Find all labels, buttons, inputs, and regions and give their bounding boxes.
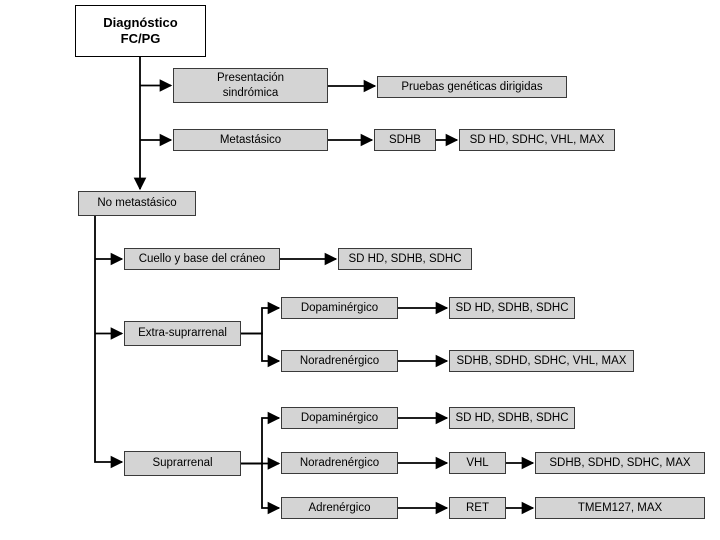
node-root-line2: FC/PG bbox=[120, 31, 161, 46]
edge-supra-to-dopaminergico bbox=[241, 411, 281, 465]
node-sdhb[interactable]: SDHB bbox=[374, 129, 436, 151]
edge-extra-to-dopaminergico bbox=[241, 301, 281, 335]
node-sdhb-gene-list[interactable]: SD HD, SDHC, VHL, MAX bbox=[459, 129, 615, 151]
node-vhl-gene-list[interactable]: SDHB, SDHD, SDHC, MAX bbox=[535, 452, 705, 474]
node-supra-dopaminergico-gene-list[interactable]: SD HD, SDHB, SDHC bbox=[449, 407, 575, 429]
node-root-diagnostico[interactable]: Diagnóstico FC/PG bbox=[75, 5, 206, 57]
node-sindromica-line2: sindrómica bbox=[222, 86, 279, 99]
node-supra-noradrenergico[interactable]: Noradrenérgico bbox=[281, 452, 398, 474]
node-ret[interactable]: RET bbox=[449, 497, 506, 519]
node-metastasico[interactable]: Metastásico bbox=[173, 129, 328, 151]
node-sindromica-line1: Presentación bbox=[216, 72, 285, 85]
node-extra-noradrenergico-gene-list[interactable]: SDHB, SDHD, SDHC, VHL, MAX bbox=[449, 350, 634, 372]
edge-supra-to-adrenergico bbox=[241, 462, 281, 515]
node-extra-dopaminergico[interactable]: Dopaminérgico bbox=[281, 297, 398, 319]
node-pruebas-geneticas-dirigidas[interactable]: Pruebas genéticas dirigidas bbox=[377, 76, 567, 98]
node-ret-gene-list[interactable]: TMEM127, MAX bbox=[535, 497, 705, 519]
node-extra-dopaminergico-gene-list[interactable]: SD HD, SDHB, SDHC bbox=[449, 297, 575, 319]
node-cuello-y-base-del-craneo[interactable]: Cuello y base del cráneo bbox=[124, 248, 280, 270]
node-adrenergico[interactable]: Adrenérgico bbox=[281, 497, 398, 519]
edge-extra-to-noradrenergico bbox=[241, 332, 281, 368]
node-root-line1: Diagnóstico bbox=[103, 14, 178, 30]
node-suprarrenal[interactable]: Suprarrenal bbox=[124, 451, 241, 476]
node-presentacion-sindromica[interactable]: Presentación sindrómica bbox=[173, 68, 328, 103]
node-cuello-gene-list[interactable]: SD HD, SDHB, SDHC bbox=[338, 248, 472, 270]
node-no-metastasico[interactable]: No metastásico bbox=[78, 191, 196, 216]
node-vhl[interactable]: VHL bbox=[449, 452, 506, 474]
node-supra-dopaminergico[interactable]: Dopaminérgico bbox=[281, 407, 398, 429]
edge-no-metastasico-to-suprarrenal bbox=[94, 216, 124, 469]
node-extra-noradrenergico[interactable]: Noradrenérgico bbox=[281, 350, 398, 372]
node-extra-suprarrenal[interactable]: Extra-suprarrenal bbox=[124, 321, 241, 346]
